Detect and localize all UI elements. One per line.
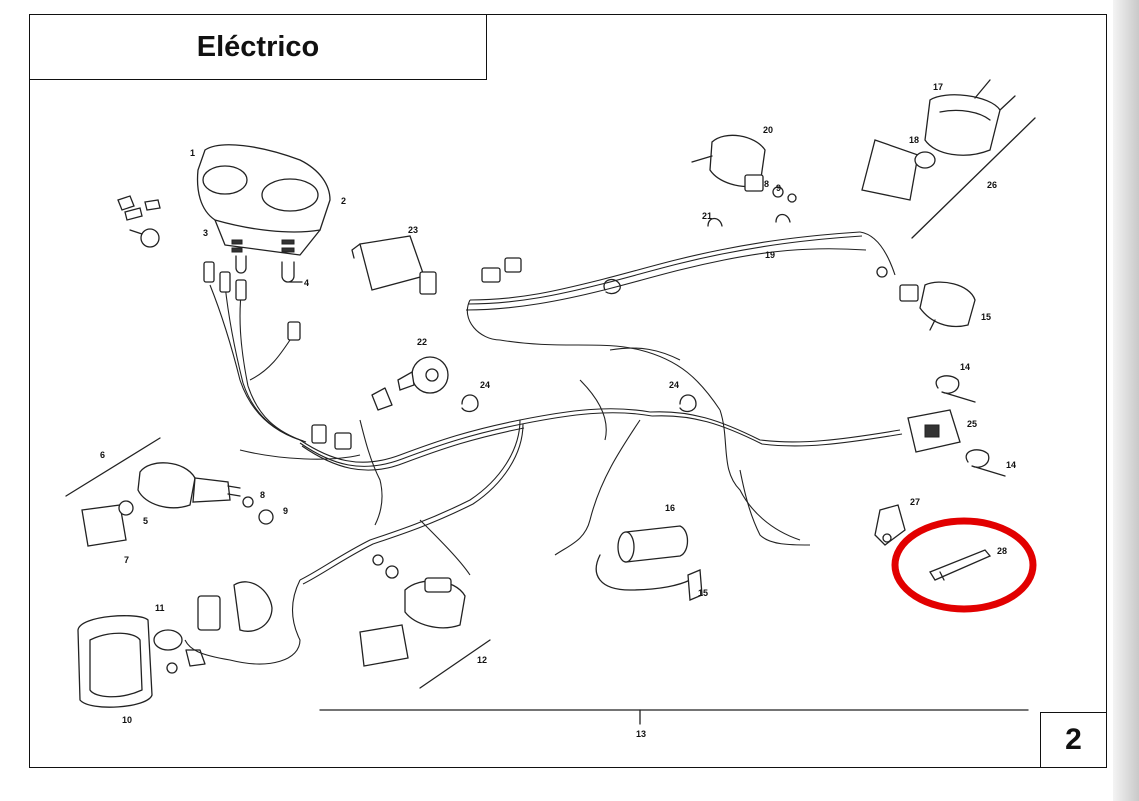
callout: 13 <box>636 729 646 739</box>
callout: 9 <box>283 506 288 516</box>
callout: 10 <box>122 715 132 725</box>
page-frame <box>29 14 1107 768</box>
callout: 18 <box>909 135 919 145</box>
callout: 22 <box>417 337 427 347</box>
callout: 19 <box>765 250 775 260</box>
horn <box>371 356 449 411</box>
callout: 11 <box>155 603 165 613</box>
callout: 27 <box>910 497 920 507</box>
rear-indicator-lower <box>876 266 976 331</box>
callout: 16 <box>665 503 675 513</box>
bracket <box>874 504 906 546</box>
indicator-bulbs <box>117 195 161 248</box>
headlight <box>77 581 273 708</box>
harness-connectors <box>203 261 352 450</box>
callout: 24 <box>480 380 490 390</box>
strap-part-28 <box>929 549 992 581</box>
callout: 1 <box>190 148 195 158</box>
callout: 26 <box>987 180 997 190</box>
callout: 5 <box>143 516 148 526</box>
callout: 8 <box>260 490 265 500</box>
callout: 2 <box>341 196 346 206</box>
front-indicator-right <box>359 554 466 667</box>
highlight-circle <box>891 517 1037 613</box>
callout: 24 <box>669 380 679 390</box>
callout-labels: 1 2 3 4 5 6 7 8 9 10 11 12 13 14 14 15 1… <box>100 82 1016 739</box>
ignition-coil <box>595 525 703 601</box>
tail-lamp <box>861 79 1016 201</box>
callout: 3 <box>203 228 208 238</box>
wiring-harness <box>184 231 903 665</box>
callout: 15 <box>698 588 708 598</box>
wire-clips <box>461 213 791 413</box>
callout: 15 <box>981 312 991 322</box>
callout: 17 <box>933 82 943 92</box>
page-title: Eléctrico <box>29 14 487 80</box>
callout: 6 <box>100 450 105 460</box>
cdi-unit <box>907 375 1006 477</box>
rear-indicator-upper <box>691 134 797 203</box>
callout: 4 <box>304 278 309 288</box>
callout: 25 <box>967 419 977 429</box>
flasher-relay <box>351 235 522 295</box>
callout: 14 <box>960 362 970 372</box>
callout: 9 <box>776 183 781 193</box>
callout: 14 <box>1006 460 1016 470</box>
reference-lines <box>65 117 1036 725</box>
page-edge-shadow <box>1113 0 1139 801</box>
callout: 20 <box>763 125 773 135</box>
callout: 12 <box>477 655 487 665</box>
callout: 8 <box>764 179 769 189</box>
page-number: 2 <box>1040 712 1107 768</box>
callout: 21 <box>702 211 712 221</box>
front-indicator-left <box>81 462 274 547</box>
callout: 28 <box>997 546 1007 556</box>
instrument-cluster <box>196 144 331 283</box>
callout: 23 <box>408 225 418 235</box>
callout: 7 <box>124 555 129 565</box>
